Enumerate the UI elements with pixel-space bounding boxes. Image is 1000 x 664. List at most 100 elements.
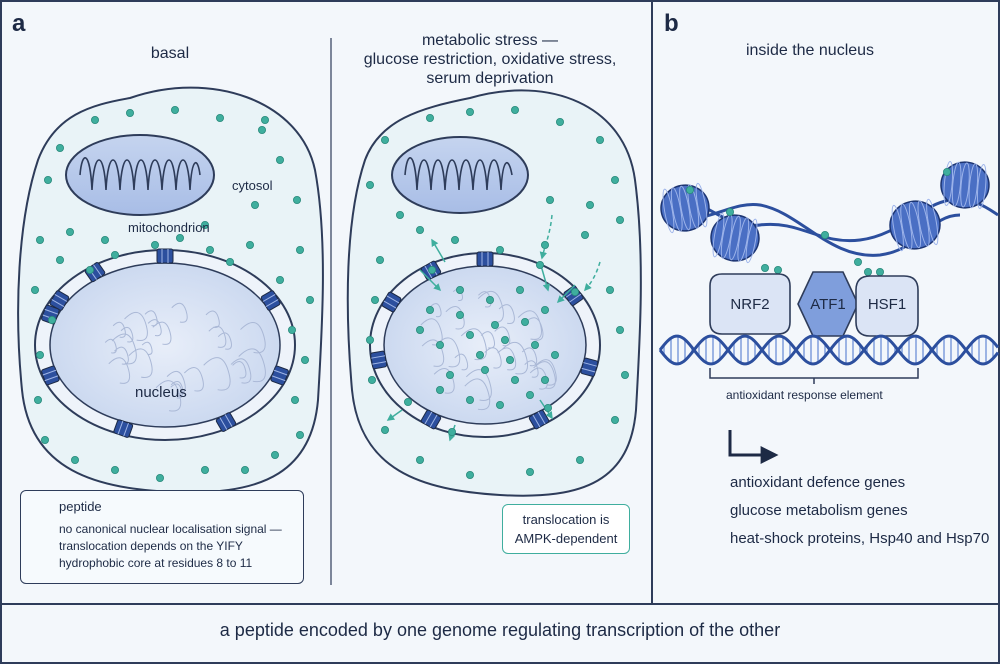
peptide-dot: [531, 340, 540, 349]
peptide-dot: [500, 335, 509, 344]
peptide-dot: [200, 465, 209, 474]
tf-hsf1-label: HSF1: [867, 296, 907, 313]
gene-line-1: antioxidant defence genes: [730, 474, 906, 491]
peptide-dot: [465, 470, 474, 479]
translocation-arrow: [431, 238, 446, 263]
peptide-dot: [34, 395, 43, 404]
peptide-legend: peptide no canonical nuclear localisatio…: [20, 490, 304, 584]
peptide-dot: [287, 325, 296, 334]
basal-peptides: [30, 106, 314, 482]
hsf1-shape: [855, 275, 919, 337]
peptide-dot: [260, 116, 269, 125]
peptide-dot: [544, 403, 553, 412]
dna-helix: [658, 334, 1000, 366]
peptide-dot: [250, 200, 259, 209]
peptide-dot: [510, 375, 519, 384]
peptide-dot: [864, 267, 873, 276]
peptide-dot: [516, 285, 525, 294]
peptide-dot: [571, 287, 580, 296]
peptide-dot: [101, 235, 110, 244]
peptide-dot: [427, 265, 436, 274]
stress-title-line-2: glucose restriction, oxidative stress,: [363, 51, 617, 68]
peptide-dot: [455, 310, 464, 319]
nuclear-pore: [113, 419, 134, 438]
peptide-dot: [305, 295, 314, 304]
peptide-dot: [943, 167, 952, 176]
peptide-dot: [245, 240, 254, 249]
peptide-dot: [521, 317, 530, 326]
peptide-dot: [41, 435, 50, 444]
nuclear-pore: [370, 350, 388, 370]
peptide-dot: [415, 325, 424, 334]
peptide-dot: [551, 350, 560, 359]
peptide-dot: [170, 106, 179, 115]
peptide-dot: [380, 425, 389, 434]
import-arrow: [584, 261, 601, 292]
peptide-dot: [447, 427, 456, 436]
peptide-dot: [876, 267, 885, 276]
peptide-dot: [126, 109, 135, 118]
peptide-dot: [270, 450, 279, 459]
stress-nuclear-pores: [370, 251, 599, 430]
peptide-dot: [175, 233, 184, 242]
nucleus-label: nucleus: [135, 384, 187, 401]
peptide-dot: [86, 265, 95, 274]
peptide-dot: [111, 465, 120, 474]
peptide-dot: [495, 245, 504, 254]
peptide-dot: [275, 275, 284, 284]
peptide-dot: [774, 265, 783, 274]
figure-caption: a peptide encoded by one genome regulati…: [219, 620, 781, 640]
peptide-dot: [375, 255, 384, 264]
import-arrow: [539, 214, 553, 260]
peptide-dot: [541, 375, 550, 384]
peptide-dot: [490, 320, 499, 329]
peptide-dot: [611, 175, 620, 184]
peptide-dot: [155, 473, 164, 482]
legend-title: peptide: [59, 499, 102, 514]
peptide-dot: [365, 180, 374, 189]
peptide-dot: [257, 126, 266, 135]
nuclear-pore: [381, 291, 402, 313]
peptide-dot: [536, 260, 545, 269]
peptide-dot: [621, 370, 630, 379]
translocation-arrow: [386, 409, 403, 421]
peptide-dot: [425, 305, 434, 314]
peptide-dot: [465, 108, 474, 117]
peptide-dot: [66, 227, 75, 236]
peptide-dot: [526, 467, 535, 476]
nuclear-pore: [270, 365, 289, 386]
ampk-note-line-1: translocation is: [522, 512, 610, 527]
peptide-dot: [295, 245, 304, 254]
nuclear-pore: [528, 409, 550, 430]
peptide-dot: [425, 114, 434, 123]
nrf2-shape: [709, 273, 791, 335]
peptide-dot: [48, 315, 57, 324]
peptide-dot: [240, 465, 249, 474]
legend-line-2: translocation depends on the YIFY: [59, 539, 243, 553]
stress-title-line-1: metabolic stress —: [421, 32, 559, 49]
peptide-dot: [445, 370, 454, 379]
peptide-dot: [205, 245, 214, 254]
gene-line-3: heat-shock proteins, Hsp40 and Hsp70: [730, 530, 990, 547]
ampk-note: translocation is AMPK-dependent: [502, 504, 630, 554]
peptide-dot: [150, 240, 159, 249]
peptide-dot: [44, 175, 53, 184]
peptide-dot: [526, 390, 535, 399]
nucleosome: [940, 161, 990, 209]
peptide-dot: [586, 200, 595, 209]
nuclear-pore: [260, 290, 281, 311]
nuclear-pore: [420, 409, 442, 430]
peptide-dot: [450, 235, 459, 244]
peptide-dot: [290, 395, 299, 404]
peptide-dot: [415, 455, 424, 464]
peptide-dot: [480, 365, 489, 374]
peptide-dot: [275, 155, 284, 164]
peptide-dot: [821, 230, 830, 239]
peptide-dot: [370, 295, 379, 304]
are-label: antioxidant response element: [726, 388, 883, 402]
stress-peptides: [365, 106, 630, 479]
gene-line-2: glucose metabolism genes: [730, 502, 908, 519]
nuclear-pore: [476, 251, 494, 267]
stress-mitochondrion: [391, 136, 529, 214]
